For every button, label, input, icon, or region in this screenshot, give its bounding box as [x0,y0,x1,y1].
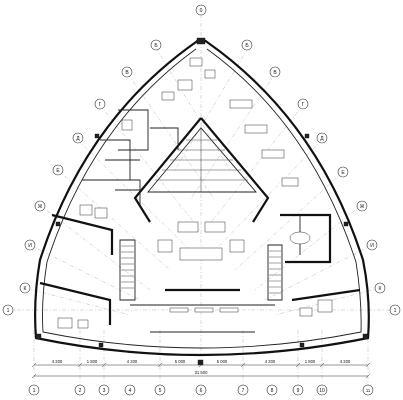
axis-label-arc: Е [56,168,60,174]
axis-label-arc: В [273,70,277,76]
atrium [133,117,270,223]
axis-label-side-right: 1 [394,308,397,314]
interior-partitions [39,109,361,333]
axis-label-bottom: 4 [129,388,132,394]
axis-label-arc: К [379,286,382,292]
columns [35,37,369,366]
axis-label-bottom: 9 [297,388,300,394]
axis-label-bottom: 10 [319,388,325,394]
axis-label-arc: Б [154,43,158,49]
dimension-segment: 5 000 [175,359,186,364]
stair-right [269,250,281,294]
dimension-total: 31 500 [195,370,208,375]
axis-label-arc: Е [341,170,345,176]
axis-label-arc: И [28,243,32,249]
dimension-segment: 4 200 [265,359,276,364]
stair-left [121,245,134,289]
axis-label-arc: К [24,286,27,292]
axis-label-arc: Б [245,43,249,49]
axis-label-arc: Ж [360,204,365,210]
axis-label-bottom: 2 [79,388,82,394]
dimension-segment: 4 200 [52,359,63,364]
axis-label-bottom: 11 [366,388,371,393]
axis-label-arc: И [370,243,374,249]
axis-label-arc: Г [99,102,102,108]
axis-bubbles-arc: 0 Б Б В В Г Г Д Д Е Е Ж Ж И И К К 1 [2,4,401,316]
axis-label-arc: В [125,70,129,76]
axis-label-bottom: 5 [159,388,162,394]
dimension-segment: 4 200 [340,359,351,364]
axis-bubbles-bottom: 1 2 3 4 5 6 7 8 9 10 11 [28,384,374,396]
axis-label-arc: Г [302,102,305,108]
axis-grid [8,14,395,385]
axis-label-arc: Ж [38,204,43,210]
furniture [57,57,333,329]
dimension-segment: 1 800 [87,359,98,364]
dimension-chain: 4 200 1 800 4 200 5 000 5 000 4 200 1 80… [31,359,371,379]
stairs [121,245,281,294]
dimension-segment: 4 200 [127,359,138,364]
axis-label-bottom: 8 [271,388,274,394]
axis-label-bottom: 1 [33,388,36,394]
dimension-segment: 1 800 [305,359,316,364]
axis-label-bottom: 6 [200,388,203,394]
axis-label-bottom: 3 [103,388,106,394]
axis-label-arc: Д [320,136,324,142]
axis-label-side-left: 1 [7,308,10,314]
axis-label-bottom: 7 [242,388,245,394]
axis-label-top: 0 [200,8,203,14]
dimension-segment: 5 000 [217,359,228,364]
axis-label-arc: Д [76,136,80,142]
